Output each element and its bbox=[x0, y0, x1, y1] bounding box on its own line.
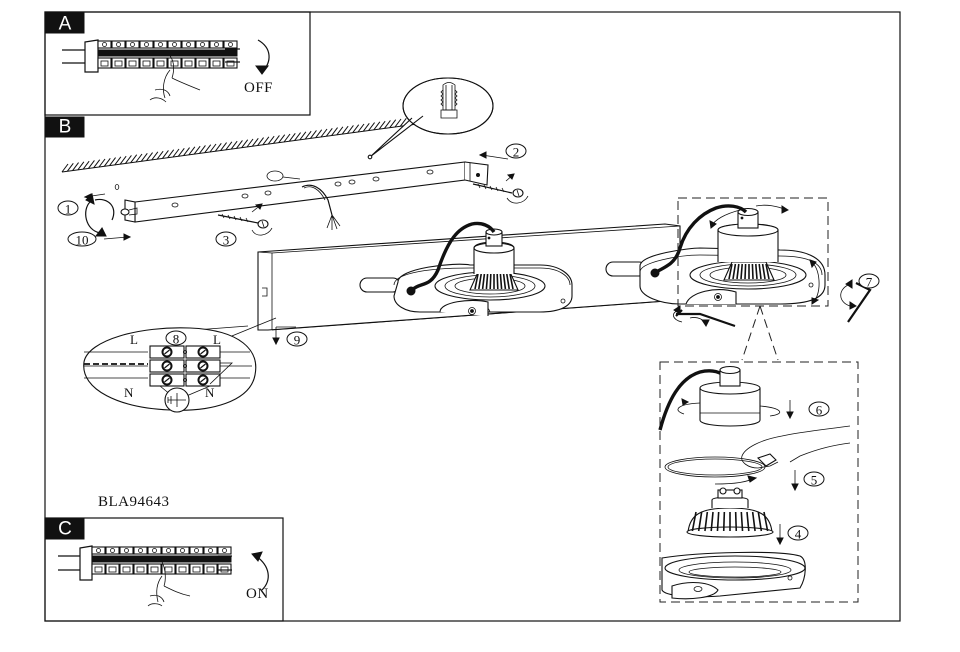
wall-plug-callout bbox=[367, 77, 494, 160]
panel-a-frame bbox=[44, 11, 311, 116]
step-number: 1 bbox=[65, 202, 72, 217]
mains-cable-icon bbox=[301, 184, 341, 230]
breaker-panel-icon-c bbox=[58, 545, 232, 581]
step-number: 7 bbox=[866, 275, 873, 290]
step-badge-10: 10 bbox=[67, 231, 97, 248]
panel-b: B bbox=[45, 77, 872, 603]
step-badge-1: 1 bbox=[57, 200, 79, 217]
panel-c: C ON bbox=[44, 517, 284, 622]
retaining-ring bbox=[664, 456, 766, 485]
heatsink-1 bbox=[469, 271, 519, 291]
step-badge-ring bbox=[858, 273, 880, 289]
step-number: 10 bbox=[76, 233, 89, 248]
wood-screw-icon bbox=[217, 203, 273, 236]
detail-box-top bbox=[677, 197, 829, 307]
led-bulb bbox=[686, 487, 774, 538]
step-badge-6: 6 bbox=[808, 401, 830, 418]
step-badge-ring bbox=[165, 330, 187, 346]
panel-c-frame bbox=[44, 517, 284, 622]
label-neutral-right: N bbox=[205, 385, 215, 400]
spotlight-2 bbox=[605, 204, 826, 305]
terminal-block bbox=[149, 345, 221, 387]
step-badge-8: 8 bbox=[165, 330, 187, 347]
step-badges: 1 2 3 4 5 6 7 8 9 10 bbox=[57, 143, 880, 542]
callout-line-right bbox=[759, 305, 779, 361]
callout-line-left bbox=[741, 305, 761, 361]
step-number: 8 bbox=[173, 332, 180, 347]
step-arrows-exploded bbox=[776, 400, 799, 546]
rotate-arrows-icon bbox=[85, 192, 115, 237]
spotlight-1 bbox=[359, 221, 573, 316]
ceiling-hole bbox=[114, 184, 120, 190]
step-badge-4: 4 bbox=[787, 525, 809, 542]
panel-a-badge bbox=[45, 12, 85, 34]
step-badge-ring bbox=[286, 331, 308, 347]
step-badge-5: 5 bbox=[803, 471, 825, 488]
mounting-bracket bbox=[124, 161, 489, 223]
ceiling-rose bbox=[266, 170, 284, 182]
heatsink-2 bbox=[723, 261, 775, 281]
step-badge-7: 7 bbox=[858, 273, 880, 290]
model-code: BLA94643 bbox=[98, 494, 170, 510]
step-badge-ring bbox=[787, 525, 809, 541]
step-number: 6 bbox=[816, 403, 823, 418]
panel-b-badge bbox=[45, 116, 85, 138]
detail-box-bottom bbox=[659, 361, 859, 603]
power-cable-1 bbox=[410, 221, 496, 292]
step-number: 2 bbox=[513, 145, 520, 160]
allen-key-icon-1 bbox=[673, 305, 736, 328]
hand-icon-2 bbox=[741, 425, 851, 469]
step-badge-3: 3 bbox=[215, 231, 237, 248]
arrow-down-curved-icon bbox=[255, 39, 270, 75]
panel-a: A OFF bbox=[44, 11, 311, 116]
step-badge-9: 9 bbox=[286, 331, 308, 348]
off-label: OFF bbox=[244, 80, 273, 96]
side-fixing-screw-icon bbox=[120, 207, 138, 216]
wood-screw-icon-2 bbox=[472, 173, 529, 204]
step-number: 3 bbox=[223, 233, 230, 248]
step-badge-ring bbox=[808, 401, 830, 417]
on-label: ON bbox=[246, 586, 269, 602]
panel-c-badge bbox=[45, 518, 85, 540]
panel-b-letter: B bbox=[59, 117, 72, 138]
breaker-panel-icon bbox=[62, 39, 240, 73]
socket-housing bbox=[699, 365, 761, 427]
wiring-callout: L L N N bbox=[83, 317, 277, 413]
arrow-up-curved-icon bbox=[251, 551, 269, 591]
step-badge-ring bbox=[57, 200, 79, 216]
panel-a-letter: A bbox=[59, 14, 72, 35]
exploded-view bbox=[658, 365, 851, 600]
panel-c-letter: C bbox=[58, 519, 72, 540]
hand-icon-c bbox=[147, 561, 191, 607]
step-badge-ring bbox=[215, 231, 237, 247]
hand-icon bbox=[149, 55, 201, 103]
label-neutral-left: N bbox=[124, 385, 134, 400]
step-badge-ring bbox=[803, 471, 825, 487]
step-badge-ring bbox=[505, 143, 527, 159]
step-badge-2: 2 bbox=[505, 143, 527, 160]
step-number: 4 bbox=[795, 527, 802, 542]
power-cable-2 bbox=[655, 204, 748, 274]
label-live-left: L bbox=[130, 332, 138, 347]
step-number: 5 bbox=[811, 473, 818, 488]
ceiling-hatch bbox=[61, 113, 439, 173]
step-number: 9 bbox=[294, 333, 301, 348]
outer-frame bbox=[44, 11, 901, 622]
step-badge-ring bbox=[67, 231, 97, 247]
wall-plug-icon bbox=[440, 82, 458, 119]
lamp-ring-base bbox=[661, 551, 806, 600]
label-live-right: L bbox=[213, 332, 221, 347]
